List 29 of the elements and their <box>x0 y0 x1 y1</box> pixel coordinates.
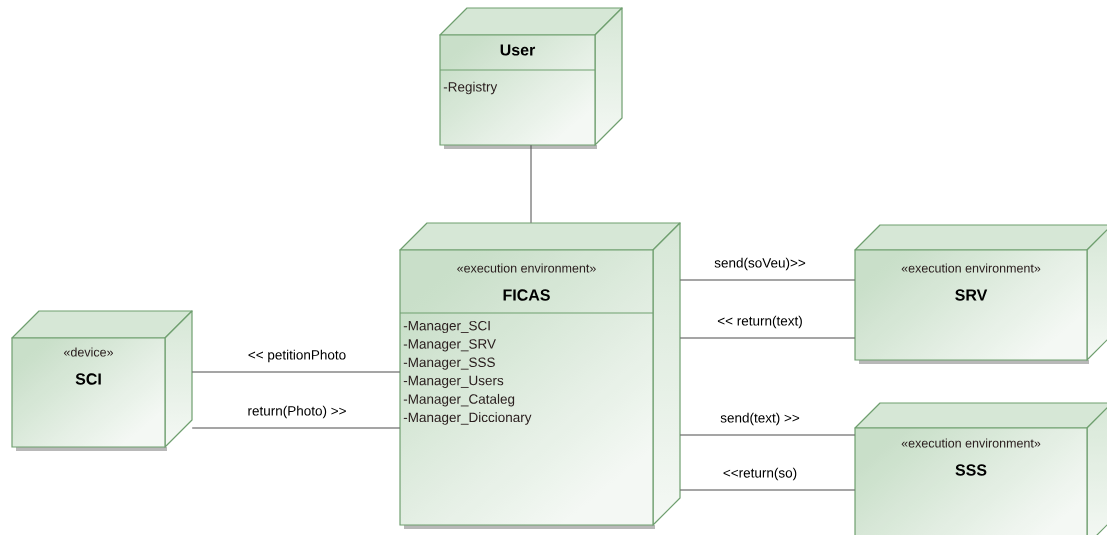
edge-label: << return(text) <box>716 314 804 330</box>
node-title: FICAS <box>503 289 550 301</box>
attribute-text: -Manager_SSS <box>403 357 495 370</box>
stereotype-label: «execution environment» <box>901 263 1041 273</box>
stereotype-label: «execution environment» <box>457 263 596 273</box>
edge-label: send(soVeu)>> <box>713 256 807 272</box>
attribute-text: -Registry <box>443 81 498 95</box>
stereotype-label: «device» <box>64 347 113 357</box>
connector-line <box>679 434 856 436</box>
node-title: SRV <box>955 289 988 301</box>
node-title: SCI <box>75 373 101 385</box>
connector-line <box>530 144 532 224</box>
edge-label: send(text) >> <box>719 411 801 427</box>
attribute-text: -Manager_SRV <box>403 339 496 352</box>
edge-label: return(Photo) >> <box>246 404 348 420</box>
edge-label: <<return(so) <box>721 466 799 482</box>
connector-line <box>679 279 856 281</box>
node-title: SSS <box>955 464 987 476</box>
attribute-text: -Manager_Diccionary <box>403 412 532 425</box>
attribute-text: -Manager_Cataleg <box>403 393 515 407</box>
node-title: User <box>500 44 536 56</box>
attribute-text: -Manager_Users <box>403 375 504 388</box>
connector-line <box>191 427 401 429</box>
attribute-text: -Manager_SCI <box>403 320 490 334</box>
edge-label: << petitionPhoto <box>246 348 348 364</box>
connector-line <box>679 337 856 339</box>
connector-line <box>191 371 401 373</box>
stereotype-label: «execution environment» <box>901 438 1041 448</box>
connector-line <box>679 489 856 491</box>
